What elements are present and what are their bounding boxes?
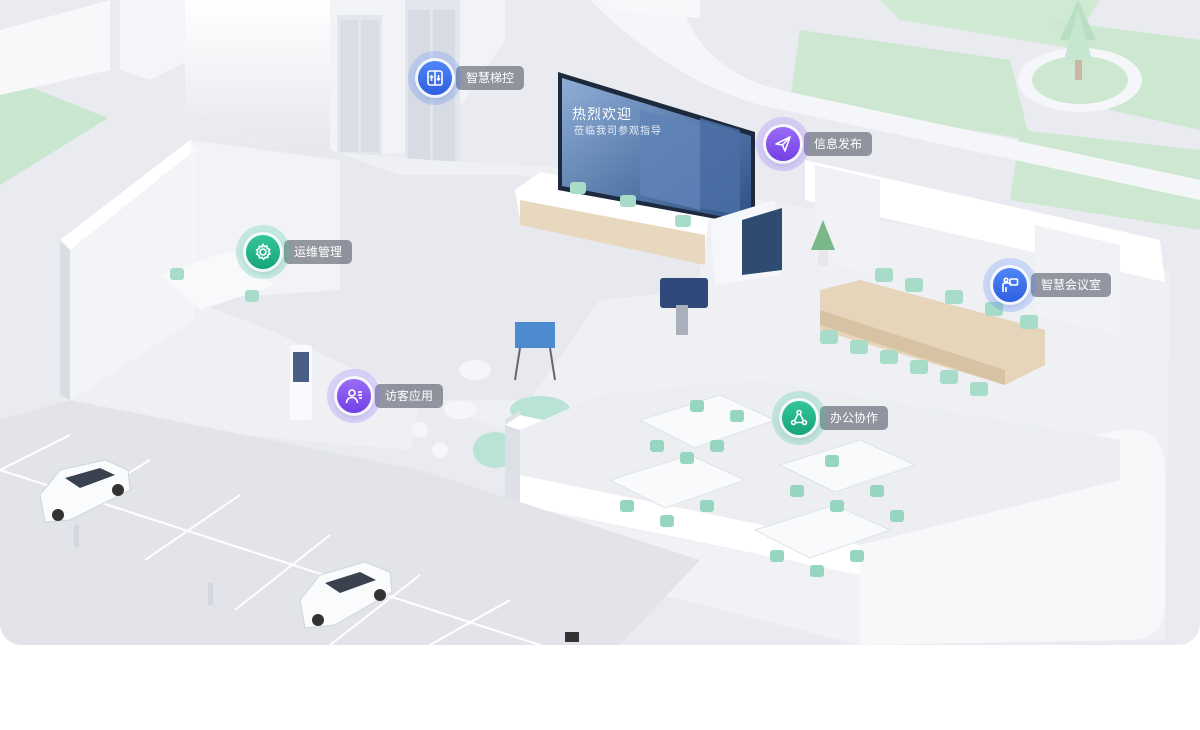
meeting-table [820,280,1045,385]
hotspot-label: 运维管理 [284,240,353,264]
hotspot-info-publish[interactable]: 信息发布 [756,117,873,171]
hotspot-ops-management[interactable]: 运维管理 [236,225,353,279]
hotspot-office-collaboration[interactable]: 办公协作 [772,391,889,445]
tower-front [185,0,330,160]
hotspot-smart-elevator[interactable]: 智慧梯控 [408,51,525,105]
visitor-icon [337,379,371,413]
screen-subline: 莅临我司参观指导 [574,126,662,137]
hotspot-label: 信息发布 [804,132,873,156]
hotspot-label: 智慧会议室 [1031,273,1112,297]
screen-headline: 热烈欢迎 [572,107,632,123]
send-icon [766,127,800,161]
hotspot-label: 办公协作 [820,406,889,430]
hotspot-label: 访客应用 [375,384,444,408]
hotspot-smart-meeting-room[interactable]: 智慧会议室 [983,258,1112,312]
car-1 [39,459,131,523]
smart-office-scene: 热烈欢迎 莅临我司参观指导 智慧梯控 信息发布 运维管理 智慧会议室 [0,0,1200,645]
lawn-center [790,30,1030,140]
elevator-icon [418,61,452,95]
presentation-icon [993,268,1027,302]
hotspot-visitor-app[interactable]: 访客应用 [327,369,444,423]
hotspot-label: 智慧梯控 [456,66,525,90]
gear-icon [246,235,280,269]
lawn-left [0,75,108,185]
isometric-office-illustration [0,0,1200,645]
car-2 [299,561,393,629]
collaboration-icon [782,401,816,435]
